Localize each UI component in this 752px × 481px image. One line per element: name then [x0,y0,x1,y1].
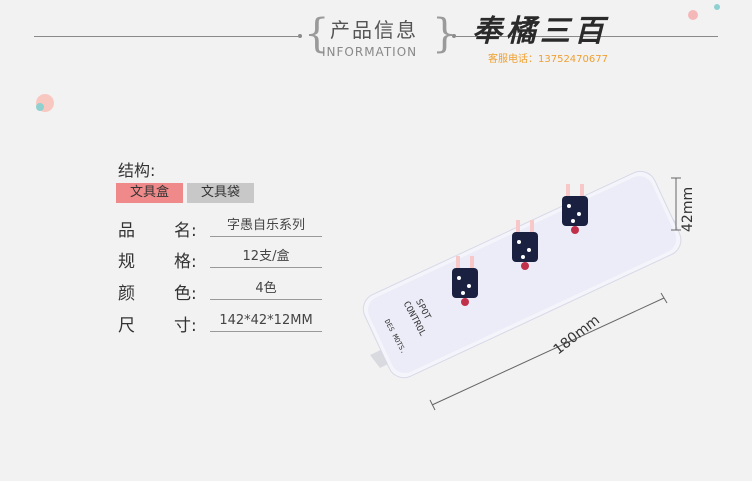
tab-pencil-bag[interactable]: 文具袋 [187,183,254,203]
product-image: SPOT CONTROL DES MOTS. 180mm 42mm [362,170,696,411]
figure-3 [562,184,588,234]
structure-label: 结构: [118,161,156,180]
spec-value-model: 12支/盒 [210,247,322,268]
spec-value-size: 142*42*12MM [210,311,322,332]
spec-label-model-b: 格: [174,252,197,272]
dim-line-width [431,297,665,406]
figure-1 [452,256,478,306]
tab-pencil-case[interactable]: 文具盒 [116,183,183,203]
page-title: 产品信息 [330,18,418,42]
pencil-box [362,170,682,379]
spec-label-size-a: 尺 [118,316,135,336]
spec-label-color-b: 色: [174,284,197,304]
spec-value-color: 4色 [210,279,322,300]
decor-dot-teal-small [714,4,720,10]
decor-dot-teal [36,103,44,111]
header-rule-dot-right [452,34,456,38]
page-subtitle: INFORMATION [322,45,418,59]
header-rule-right [456,36,718,37]
header-rule-dot-left [298,34,302,38]
dim-label-width: 180mm [551,312,603,358]
brand-logo: 奉橘三百 [472,14,608,49]
dim-label-height: 42mm [680,187,696,232]
spec-label-model-a: 规 [118,252,135,272]
spec-label-size-b: 寸: [174,316,197,336]
header-right-brace: } [432,11,458,57]
spec-label-color-a: 颜 [118,284,135,304]
header-rule-left [34,36,300,37]
spec-label-name-b: 名: [174,221,197,241]
spec-value-name: 字愚自乐系列 [210,216,322,237]
figure-2 [512,220,538,270]
decor-dot-pink-small [688,10,698,20]
spec-label-name-a: 品 [118,221,135,241]
service-phone: 客服电话：13752470677 [488,54,608,65]
header-left-brace: { [304,11,330,57]
